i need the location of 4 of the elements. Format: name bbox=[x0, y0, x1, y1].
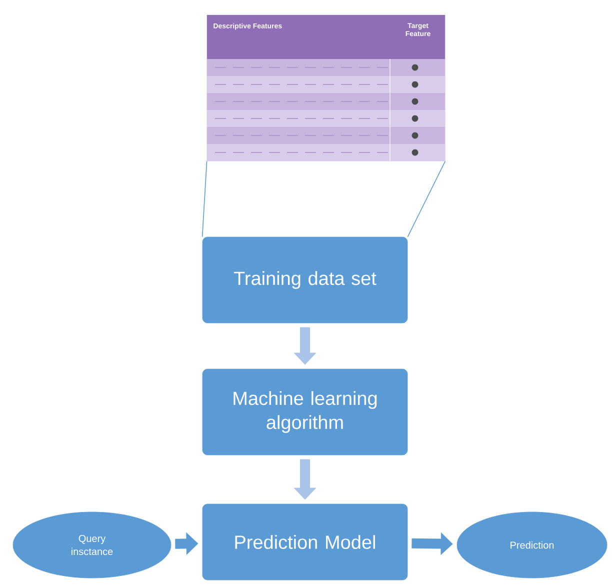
process-box: Prediction Model bbox=[202, 504, 408, 580]
connector-line bbox=[202, 160, 446, 238]
process-box: Training data set bbox=[202, 236, 408, 324]
process-box: Machine learning algorithm bbox=[202, 368, 408, 456]
